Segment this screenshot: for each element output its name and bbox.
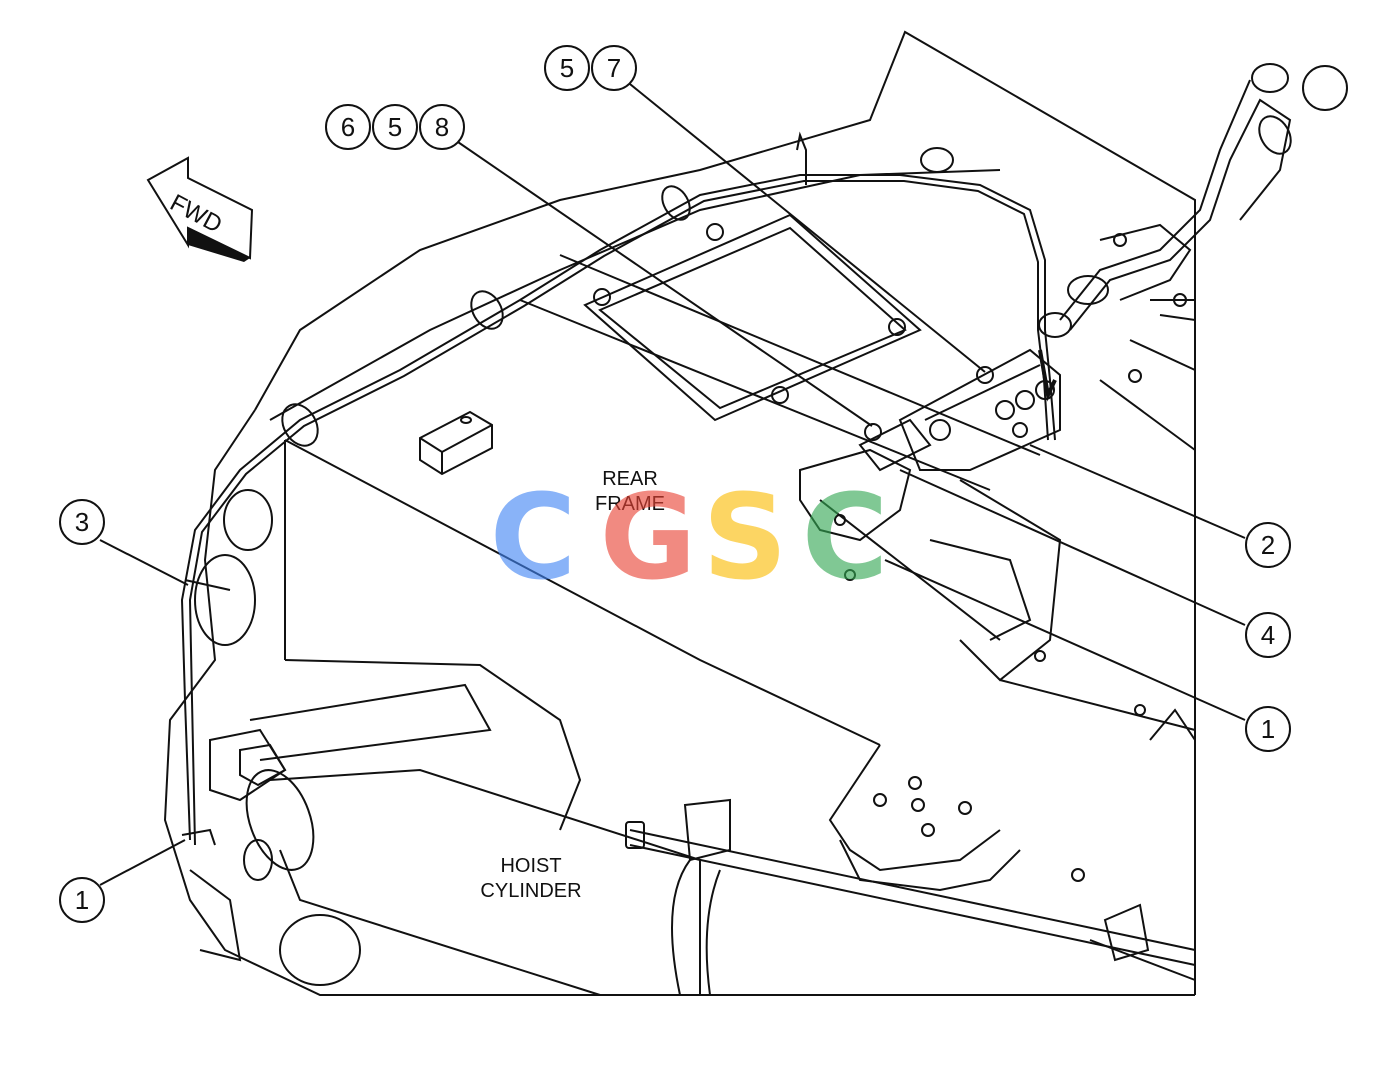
callout-2: 2 <box>1245 522 1291 568</box>
hoist-cylinder-label: HOIST CYLINDER <box>480 855 581 902</box>
cgsc-watermark: C G S C <box>490 468 889 606</box>
watermark-letter: S <box>703 468 788 606</box>
fwd-arrow-icon: FWD <box>146 156 254 262</box>
rear-frame-label-line2: FRAME <box>595 493 665 515</box>
callout-number: 5 <box>560 53 574 83</box>
leader-lines <box>99 79 1246 886</box>
callout-1-right: 1 <box>1245 706 1291 752</box>
callout-number: 4 <box>1261 620 1275 650</box>
watermark-letter: C <box>490 468 577 606</box>
rear-frame-label-line1: REAR <box>602 468 658 490</box>
wiring-harness <box>180 63 1348 846</box>
callout-number: 5 <box>388 112 402 142</box>
rear-frame-drawing <box>163 30 1196 996</box>
watermark-letter: C <box>802 468 889 606</box>
callout-5-7: 5 7 <box>544 45 637 91</box>
callout-3: 3 <box>59 499 105 545</box>
callout-number: 8 <box>435 112 449 142</box>
callout-number: 1 <box>75 885 89 915</box>
callout-number: 2 <box>1261 530 1275 560</box>
hoist-cylinder-drawing <box>189 728 721 996</box>
callout-6-5-8: 6 5 8 <box>325 104 465 150</box>
rear-frame-label: REAR FRAME <box>595 468 665 515</box>
callout-1-left: 1 <box>59 877 105 923</box>
callout-4: 4 <box>1245 612 1291 658</box>
callout-number: 6 <box>341 112 355 142</box>
callout-number: 1 <box>1261 714 1275 744</box>
callout-number: 3 <box>75 507 89 537</box>
watermark-letter: G <box>600 468 697 606</box>
switch-assembly <box>799 348 1061 641</box>
callout-number: 7 <box>607 53 621 83</box>
tube-lines <box>625 798 1196 981</box>
hoist-cylinder-label-line2: CYLINDER <box>480 880 581 902</box>
hoist-cylinder-label-line1: HOIST <box>500 855 561 877</box>
